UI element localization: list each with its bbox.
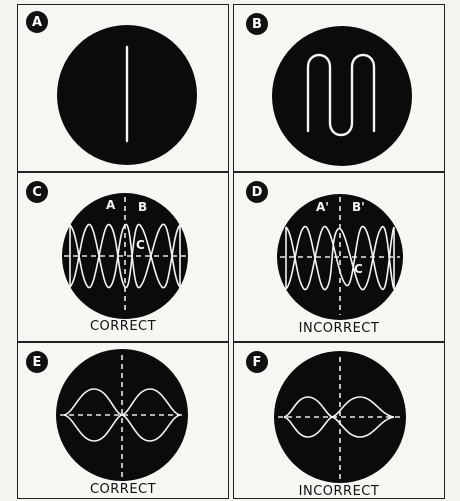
panel-c: C A B C CORRECT xyxy=(17,172,229,342)
panel-f-caption: INCORRECT xyxy=(234,484,444,499)
scope-f xyxy=(234,343,446,500)
scope-screen xyxy=(272,26,412,166)
panel-c-caption: CORRECT xyxy=(18,319,228,334)
label-b: B xyxy=(138,200,147,214)
panel-e-caption: CORRECT xyxy=(18,482,228,497)
label-a-prime: A' xyxy=(316,200,329,214)
panel-b: B xyxy=(233,4,445,172)
panel-d: D A' B' C INCORRECT xyxy=(233,172,445,342)
label-c: C xyxy=(354,262,363,276)
panel-d-caption: INCORRECT xyxy=(234,321,444,336)
panel-a: A xyxy=(17,4,229,172)
scope-e xyxy=(18,343,230,500)
scope-b xyxy=(234,5,446,173)
label-c: C xyxy=(136,238,145,252)
label-a: A xyxy=(106,198,116,212)
panel-e: E CORRECT xyxy=(17,342,229,499)
scope-d: A' B' C xyxy=(234,173,446,343)
label-b-prime: B' xyxy=(352,200,365,214)
scope-a xyxy=(18,5,230,173)
panel-f: F INCORRECT xyxy=(233,342,445,499)
scope-c: A B C xyxy=(18,173,230,343)
